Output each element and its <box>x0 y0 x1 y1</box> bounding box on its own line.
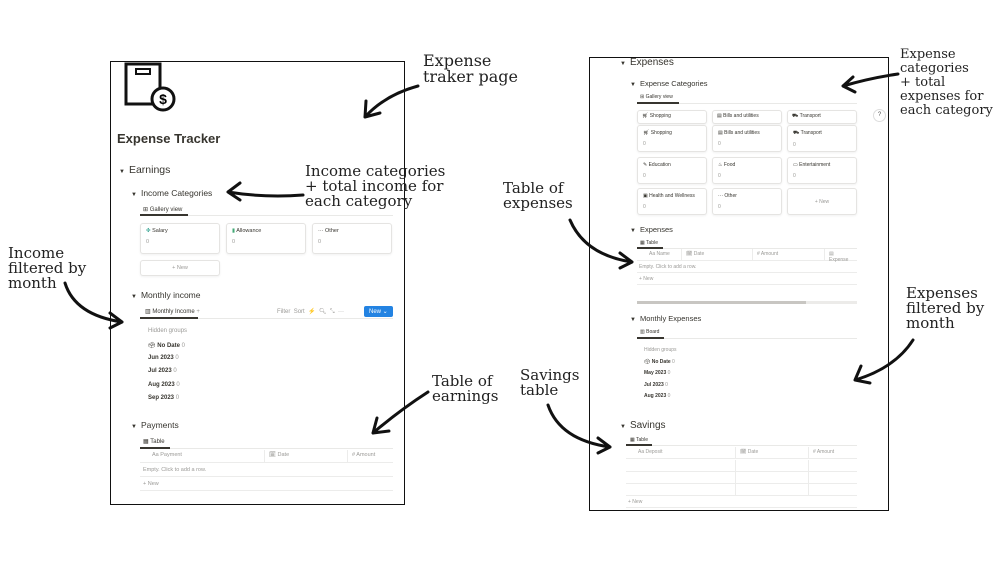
add-row-button[interactable]: + New <box>626 497 857 508</box>
column-amount[interactable]: # Amount <box>813 449 835 455</box>
expenses-toggle[interactable]: ▼Expenses <box>620 57 674 68</box>
group-jul-2023[interactable]: Jul 2023 0 <box>644 382 668 388</box>
earnings-toggle[interactable]: ▼Earnings <box>119 164 171 176</box>
tab-gallery-view[interactable]: ⊞ Gallery view <box>640 94 673 100</box>
table-row[interactable] <box>626 484 857 496</box>
expenses-page: ▼Expenses ▼Expense Categories ⊞ Gallery … <box>589 57 889 511</box>
expand-icon[interactable]: ⤡ <box>329 309 335 315</box>
group-no-date[interactable]: 🗳︎ No Date 0 <box>148 343 185 349</box>
tab-monthly-income[interactable]: ▥ Monthly Income + <box>145 309 200 315</box>
expense-tracker-page: $ Expense Tracker ▼Earnings ▼Income Cate… <box>110 61 405 505</box>
column-payment[interactable]: Aa Payment <box>140 450 265 462</box>
sort-button[interactable]: Sort <box>293 309 305 315</box>
savings-header-row: Aa Deposit 🗓︎ Date # Amount <box>626 447 857 459</box>
savings-toggle[interactable]: ▼Savings <box>620 420 666 431</box>
arrow-icon <box>371 390 430 435</box>
filter-button[interactable]: Filter <box>277 309 291 315</box>
arrow-icon <box>841 72 900 94</box>
payments-header-row: Aa Payment 🗓︎ Date # Amount <box>140 450 393 463</box>
column-deposit[interactable]: Aa Deposit <box>626 447 736 458</box>
table-row[interactable] <box>626 472 857 484</box>
automation-icon[interactable]: ⚡ <box>308 309 316 315</box>
group-no-date[interactable]: 🗳︎ No Date 0 <box>644 359 675 365</box>
arrow-icon <box>853 338 915 385</box>
arrow-icon <box>63 281 124 330</box>
tab-table[interactable]: ▦ Table <box>640 240 658 246</box>
column-name[interactable]: Aa Name <box>637 249 682 260</box>
monthly-income-toggle[interactable]: ▼Monthly income <box>131 290 201 300</box>
income-categories-toggle[interactable]: ▼Income Categories <box>131 188 213 198</box>
monthly-expenses-toggle[interactable]: ▼Monthly Expenses <box>630 314 702 323</box>
card-shopping-header[interactable]: 🛒︎ Shopping <box>637 110 707 124</box>
add-row-button[interactable]: + New <box>140 478 393 491</box>
tab-gallery-view[interactable]: ⊞ Gallery view <box>143 207 183 213</box>
more-icon[interactable]: ··· <box>338 309 344 315</box>
card-bills-header[interactable]: ▤ Bills and utilities <box>712 110 782 124</box>
arrow-icon <box>363 84 420 119</box>
empty-row[interactable]: Empty. Click to add a row. <box>637 262 857 273</box>
money-box-icon: $ <box>124 62 176 112</box>
toolbar: Filter Sort ⚡ 🔍︎ ⤡ ··· <box>277 308 344 316</box>
horizontal-scrollbar[interactable] <box>637 301 857 304</box>
tab-table[interactable]: ▦ Table <box>630 437 648 443</box>
expenses-header-row: Aa Name 🗓︎ Date # Amount ▤ Expense <box>637 249 857 263</box>
column-date[interactable]: 🗓︎ Date <box>682 249 753 260</box>
empty-row[interactable]: Empty. Click to add a row. <box>140 464 393 477</box>
new-button[interactable]: New ⌄ <box>364 306 393 317</box>
column-amount[interactable]: # Amount <box>753 249 825 260</box>
table-row[interactable] <box>626 460 857 472</box>
arrow-icon <box>226 181 305 202</box>
column-date[interactable]: 🗓︎ Date <box>265 450 348 462</box>
column-date[interactable]: 🗓︎ Date <box>736 447 809 458</box>
column-amount[interactable]: # Amount <box>352 452 376 458</box>
hidden-groups[interactable]: Hidden groups <box>644 347 677 353</box>
new-card-button[interactable]: + New <box>140 260 220 276</box>
add-row-button[interactable]: + New <box>637 274 857 285</box>
expense-categories-toggle[interactable]: ▼Expense Categories <box>630 79 708 88</box>
card-transport-header[interactable]: ⛟ Transport <box>787 110 857 124</box>
search-icon[interactable]: 🔍︎ <box>318 309 327 315</box>
group-aug-2023[interactable]: Aug 2023 0 <box>148 382 180 388</box>
page-title: Expense Tracker <box>117 131 221 146</box>
group-jun-2023[interactable]: Jun 2023 0 <box>148 355 179 361</box>
tab-board[interactable]: ▥ Board <box>640 329 660 335</box>
group-jul-2023[interactable]: Jul 2023 0 <box>148 368 177 374</box>
column-expense[interactable]: ▤ Expense <box>829 251 849 263</box>
arrow-icon <box>568 218 634 270</box>
new-card-button[interactable]: + New <box>787 188 857 215</box>
group-aug-2023[interactable]: Aug 2023 0 <box>644 393 671 399</box>
tab-table[interactable]: ▦ Table <box>143 439 165 445</box>
help-button[interactable]: ? <box>873 109 886 122</box>
svg-text:$: $ <box>159 91 167 107</box>
payments-toggle[interactable]: ▼Payments <box>131 420 179 430</box>
expenses-table-toggle[interactable]: ▼Expenses <box>630 225 673 234</box>
hidden-groups[interactable]: Hidden groups <box>148 328 188 334</box>
group-may-2023[interactable]: May 2023 0 <box>644 370 671 376</box>
arrow-icon <box>546 403 612 455</box>
group-sep-2023[interactable]: Sep 2023 0 <box>148 395 180 401</box>
